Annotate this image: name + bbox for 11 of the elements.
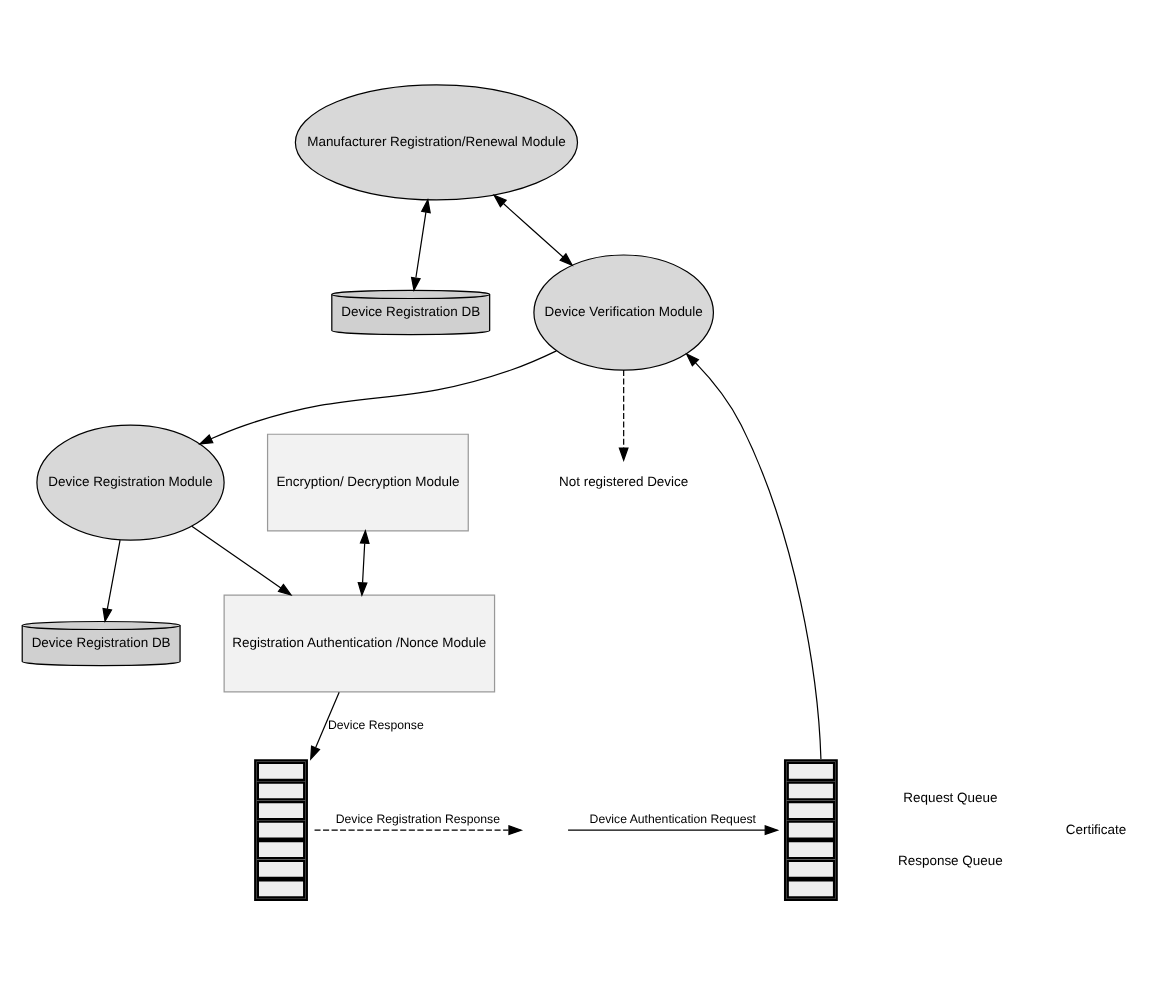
arrow: [310, 690, 340, 760]
arrow: [685, 351, 822, 759]
arrow: [492, 193, 574, 266]
arrow: [357, 528, 370, 596]
arrow: [198, 349, 558, 444]
arrow: [567, 824, 780, 835]
arrow: [618, 368, 629, 462]
arrow: [313, 824, 524, 835]
arrow: [102, 538, 121, 623]
arrow: [191, 524, 293, 595]
arrow: [410, 197, 431, 291]
